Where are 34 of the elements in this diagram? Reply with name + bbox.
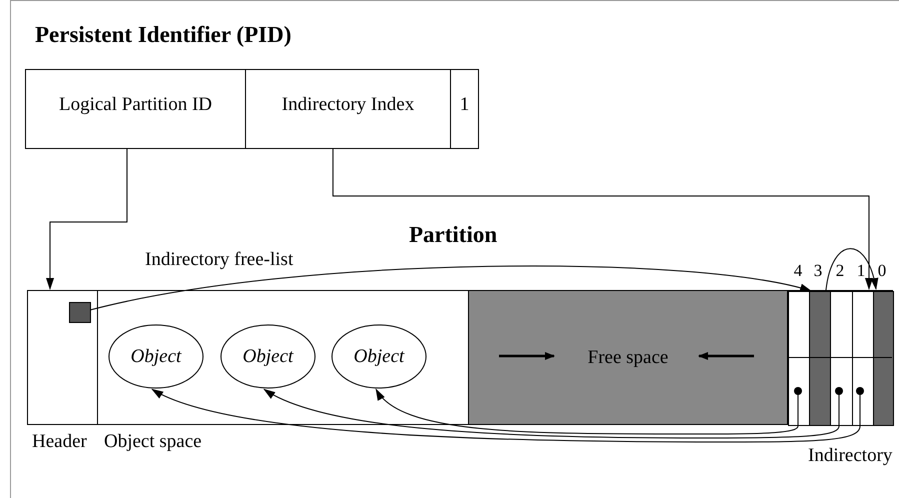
slot-number: 2	[836, 261, 844, 281]
indirectory-slot	[830, 291, 853, 426]
arrow	[332, 148, 873, 290]
indirectory-region	[787, 290, 893, 425]
arrow	[46, 148, 128, 290]
free-space-region: Free space	[468, 290, 788, 425]
indirectory-slot	[873, 291, 894, 426]
record-field: 1	[450, 69, 479, 149]
indirectory-slot	[852, 291, 874, 426]
arrow	[151, 388, 860, 442]
arrow	[263, 388, 840, 438]
region-label: Header	[32, 432, 87, 452]
arrow	[375, 388, 798, 434]
slot-number: 0	[878, 261, 886, 281]
object-ellipse: Object	[108, 324, 204, 389]
free-list-head-marker	[69, 302, 91, 323]
indirectory-slot	[809, 291, 831, 426]
edge-label: Indirectory free-list	[145, 250, 294, 270]
arrow	[90, 266, 812, 311]
region-label: Indirectory	[808, 446, 892, 466]
indirectory-slot	[788, 291, 810, 426]
slot-number: 3	[814, 261, 822, 281]
record-field: Logical Partition ID	[25, 69, 246, 149]
object-ellipse: Object	[220, 324, 316, 389]
object-space-region	[97, 290, 469, 425]
slot-number: 4	[794, 261, 802, 281]
region-label: Object space	[104, 432, 202, 452]
record-field: Indirectory Index	[245, 69, 451, 149]
arrow	[826, 248, 878, 290]
slot-number: 1	[856, 261, 866, 281]
header-region	[27, 290, 98, 425]
section-title: Partition	[409, 222, 498, 248]
object-ellipse: Object	[331, 324, 427, 389]
section-title: Persistent Identifier (PID)	[35, 22, 292, 48]
